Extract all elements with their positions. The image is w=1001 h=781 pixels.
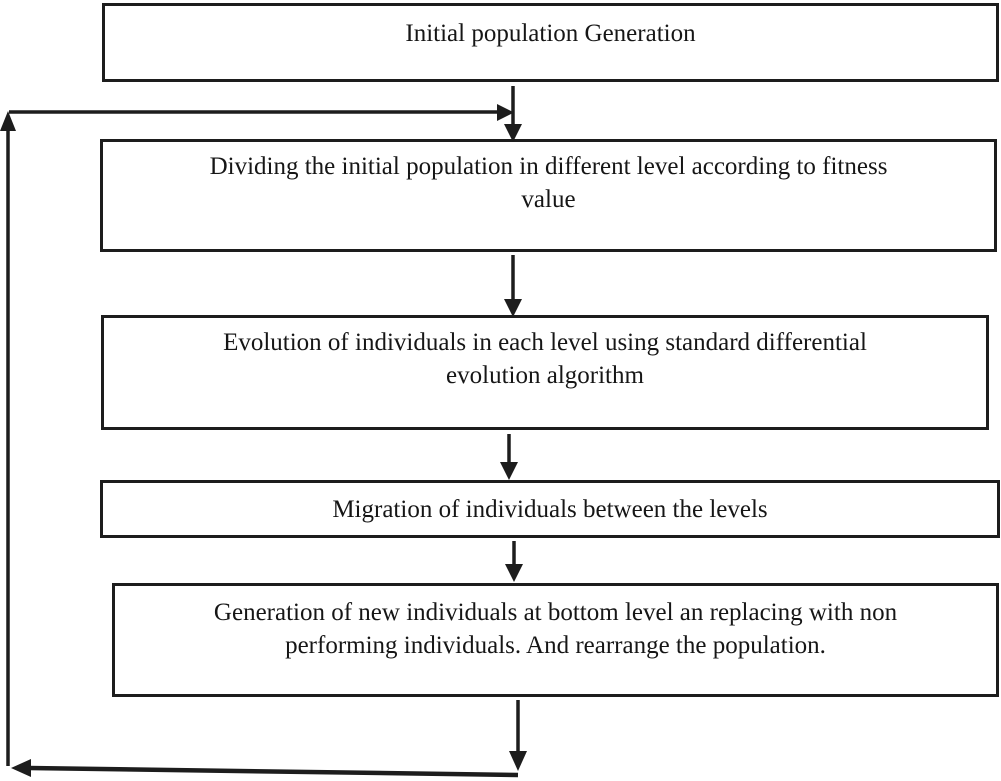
flow-step-label-line-1: Generation of new individuals at bottom …: [213, 599, 898, 626]
flow-step-label: Initial population Generation: [405, 20, 696, 47]
flow-step-migration-between-levels: Migration of individuals between the lev…: [100, 480, 1000, 538]
flow-step-evolution-each-level: Evolution of individuals in each level u…: [101, 315, 989, 430]
flow-step-label-line-2: value: [521, 186, 576, 213]
arrow-box1-to-box2-icon: [504, 86, 522, 142]
flow-step-label-line-2: performing individuals. And rearrange th…: [285, 632, 826, 659]
flow-step-initial-population-generation: Initial population Generation: [102, 3, 999, 82]
flow-step-generate-new-individuals: Generation of new individuals at bottom …: [112, 583, 999, 697]
flow-step-divide-population-by-fitness: Dividing the initial population in diffe…: [100, 139, 997, 252]
arrow-box2-to-box3-icon: [504, 255, 522, 317]
arrow-box5-to-bottom-icon: [509, 700, 527, 771]
flow-step-label-line-1: Dividing the initial population in diffe…: [209, 153, 888, 180]
flow-step-label-line-1: Evolution of individuals in each level u…: [223, 329, 867, 356]
feedback-bottom-left-arrow-icon: [11, 759, 519, 778]
feedback-top-horizontal-arrow-icon: [9, 104, 514, 121]
arrow-box4-to-box5-icon: [505, 541, 523, 582]
flow-step-label-line-2: evolution algorithm: [446, 362, 644, 389]
arrow-box3-to-box4-icon: [500, 434, 518, 480]
feedback-left-vertical-up-arrow-icon: [0, 111, 16, 766]
flow-step-label: Migration of individuals between the lev…: [332, 496, 768, 523]
